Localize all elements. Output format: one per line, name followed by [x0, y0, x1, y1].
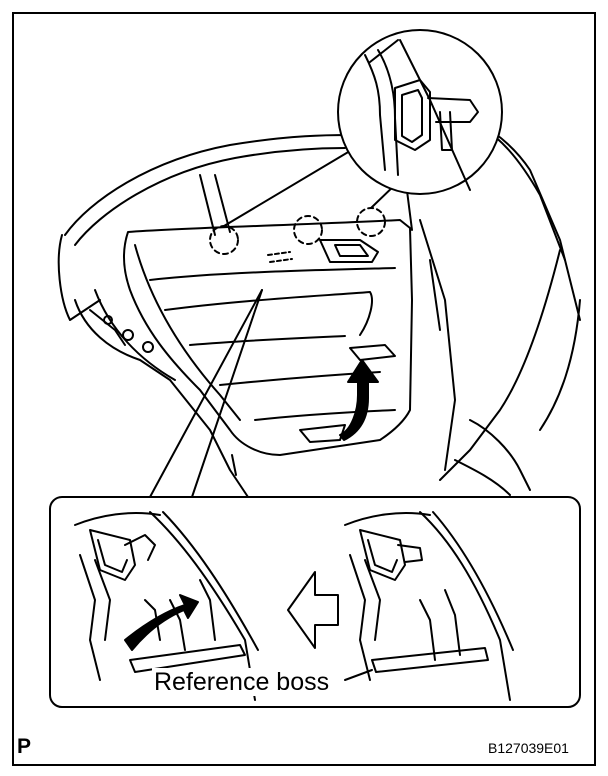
diagram-frame — [12, 12, 596, 766]
figure-code: B127039E01 — [488, 740, 569, 756]
car-body-outline — [57, 109, 581, 501]
clip-location-markers — [209, 207, 386, 255]
door-trim-panel — [123, 219, 413, 456]
right-detail-clip-aligned — [344, 511, 514, 701]
reference-boss-label: Reference boss — [152, 668, 332, 696]
zoom-leader-lines — [149, 144, 401, 498]
clip-detail-zoom — [337, 29, 503, 195]
page-letter: P — [17, 735, 32, 758]
reference-boss-leader — [344, 669, 373, 681]
left-detail-clip-installed — [74, 511, 259, 701]
pull-up-arrow-icon — [339, 359, 379, 441]
sequence-arrow-icon — [287, 571, 339, 649]
